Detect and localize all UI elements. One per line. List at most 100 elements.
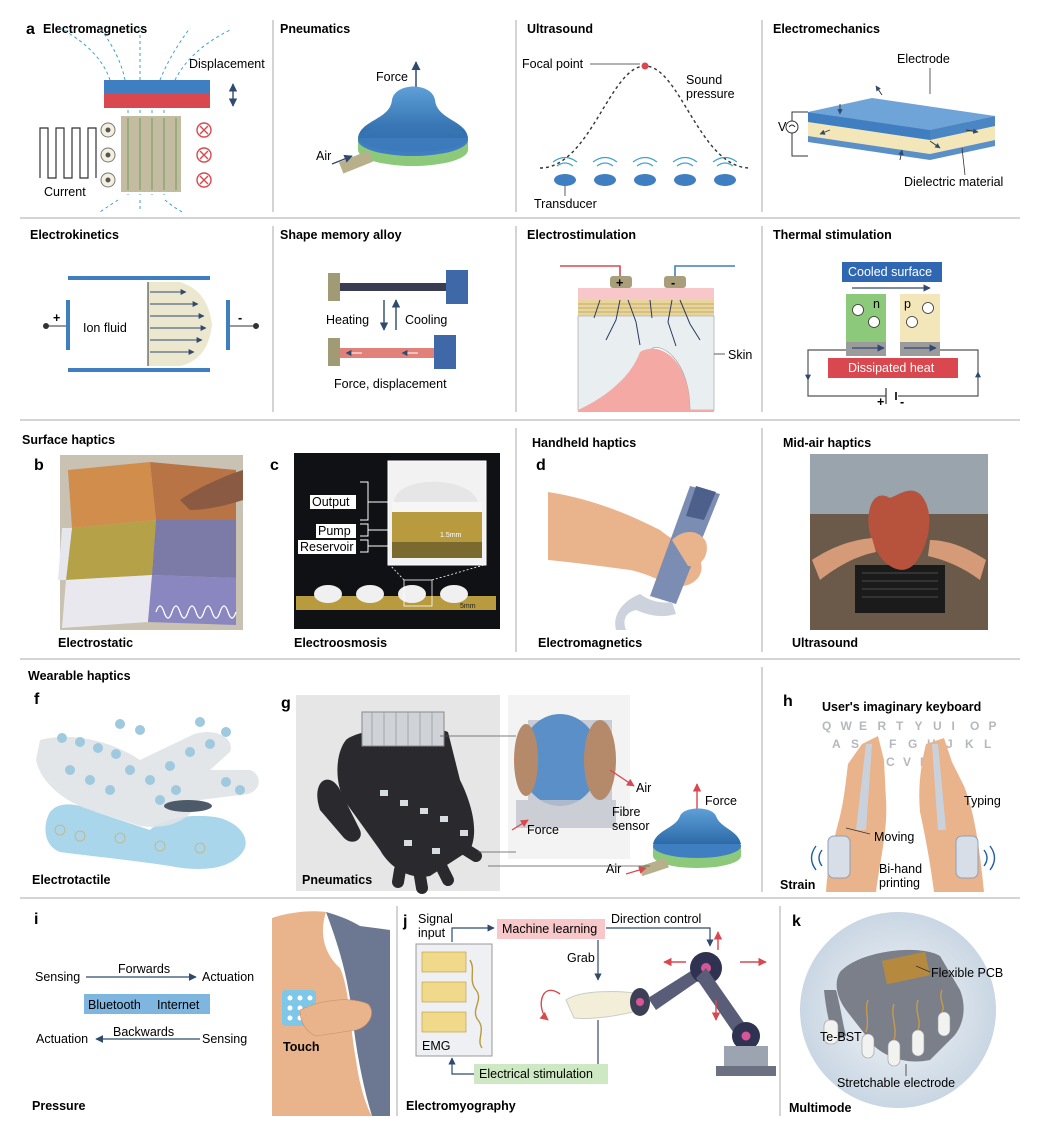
handheld-haptics: Handheld haptics d [532,436,720,630]
label-force-g2: Force [705,794,737,808]
label-te-bst: Te-BST [820,1030,862,1044]
label-air-g: Air [636,781,651,795]
title-sma: Shape memory alloy [280,228,402,242]
coil-core [121,116,181,192]
title-midair: Mid-air haptics [783,436,871,450]
panel-a-electromagnetics: a Electromagnetics Displacement [26,21,265,213]
hand-lower [45,804,246,869]
current-waveform [39,127,97,179]
focal-dot [641,62,649,70]
label-es-minus: - [671,276,675,290]
transducers [552,156,738,186]
label-backwards: Backwards [113,1025,174,1039]
panel-letter-c: c [270,457,279,474]
cross-current-symbols [196,122,212,188]
label-pump: Pump [318,524,351,538]
panel-a-electrostimulation: Electrostimulation + - Skin [527,228,752,412]
keyboard-key: F [889,737,896,751]
label-skin: Skin [728,348,752,362]
label-printing: printing [879,876,920,890]
keyboard-key: R [878,719,887,733]
label-estim: Electrical stimulation [479,1067,593,1081]
label-current: Current [44,185,86,199]
label-scale-5mm: 5mm [460,603,476,610]
coil-pattern [127,118,177,190]
label-es-plus: + [616,276,623,290]
keyboard-key: S [851,737,859,751]
keyboard-key: U [933,719,942,733]
panel-dividers [20,20,1020,1116]
label-transducer: Transducer [534,197,597,211]
top-electrode [808,98,995,130]
title-pneumatics: Pneumatics [280,22,350,36]
title-wearable: Wearable haptics [28,669,131,683]
dot-current-symbols [100,122,116,188]
label-ek-plus: + [53,311,60,325]
label-reservoir: Reservoir [300,540,354,554]
label-air-g2: Air [606,862,621,876]
label-focal-point: Focal point [522,57,584,71]
air-inlet [338,150,374,174]
keyboard-key: T [896,719,904,733]
panel-letter-j: j [402,913,407,930]
title-electrostimulation: Electrostimulation [527,228,636,242]
keyboard-key: O [970,719,979,733]
keyboard-key: C [886,755,895,769]
label-internet: Internet [157,998,200,1012]
label-moving: Moving [874,830,914,844]
label-scale-1-5mm: 1.5mm [440,532,462,539]
keyboard-key: E [859,719,867,733]
label-fibre: Fibre [612,805,641,819]
label-typing: Typing [964,794,1001,808]
label-sensor: sensor [612,819,650,833]
keyboard-key: I [952,719,955,733]
magnet-blue [104,80,210,94]
panel-a-electrokinetics: Electrokinetics Ion fluid + - [30,228,259,372]
label-force-displacement: Force, displacement [334,377,447,391]
caption-electrostatic: Electrostatic [58,636,133,650]
panel-g-pneumatics: g Air Fibre sensor Force Force Air [281,695,741,894]
label-sensing-2: Sensing [202,1032,247,1046]
label-bluetooth: Bluetooth [88,998,141,1012]
label-direction-control: Direction control [611,912,701,926]
voltage-circuit [791,111,808,157]
panel-letter-a: a [26,21,35,38]
panel-f-electrotactile: f [34,691,259,869]
label-ek-minus: - [238,311,242,325]
caption-electrotactile: Electrotactile [32,873,111,887]
keyboard-key: J [946,737,953,751]
ml-box [497,919,605,939]
estim-box [474,1064,608,1084]
keyboard-key: Y [915,719,923,733]
panel-a-sma: Shape memory alloy Heating Cooling Force… [280,228,468,391]
label-force-g: Force [527,823,559,837]
panel-a-thermal: Thermal stimulation Cooled surface n p D… [773,228,981,409]
keyboard-key: G [908,737,917,751]
label-cooled-surface: Cooled surface [848,265,932,279]
panel-letter-f: f [34,691,40,708]
label-p: p [904,297,911,311]
midair-haptics: Mid-air haptics e [783,436,988,630]
label-emg: EMG [422,1039,450,1053]
keyboard-key: A [832,737,841,751]
title-thermal: Thermal stimulation [773,228,892,242]
panel-a-ultrasound: Ultrasound Focal point Sound pressure Tr… [522,22,751,211]
label-touch: Touch [283,1040,320,1054]
keyboard-key: V [903,755,911,769]
label-pressure: pressure [686,87,735,101]
panel-a-electromechanics: Electromechanics Electrode V Dielectric … [773,22,1003,189]
label-actuation-2: Actuation [36,1032,88,1046]
label-sensing-1: Sensing [35,970,80,984]
panel-a-pneumatics: Pneumatics Force Air [280,22,468,174]
title-electromagnetics: Electromagnetics [43,22,147,36]
label-input: input [418,926,446,940]
photo-electrostatic [58,455,243,630]
panel-letter-i: i [34,911,38,928]
photo-electroosmosis: 1.5mm 5mm Output Pump Reservoir [294,453,500,629]
label-force: Force [376,70,408,84]
bluetooth-internet-bar [84,994,210,1014]
ion-flow-profile [148,282,212,366]
title-electromechanics: Electromechanics [773,22,880,36]
